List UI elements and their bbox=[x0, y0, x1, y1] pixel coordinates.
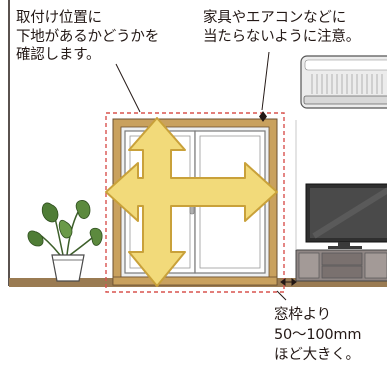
caption-size-margin: 窓枠より 50〜100mm ほど大きく。 bbox=[274, 305, 361, 365]
caption-avoid-obstacles: 家具やエアコンなどに 当たらないように注意。 bbox=[203, 9, 360, 46]
caption-line: 家具やエアコンなどに bbox=[203, 10, 346, 26]
dimension-markers bbox=[259, 111, 297, 301]
caption-line: 確認します。 bbox=[16, 47, 101, 63]
caption-line: 下地があるかどうかを bbox=[16, 28, 159, 45]
caption-line: 窓枠より bbox=[274, 307, 331, 323]
caption-line: 取付け位置に bbox=[16, 10, 102, 26]
caption-line: ほど大きく。 bbox=[274, 347, 360, 363]
installation-outline bbox=[105, 112, 285, 293]
caption-line: 当たらないように注意。 bbox=[203, 28, 361, 45]
potted-plant-icon bbox=[27, 200, 103, 282]
four-way-arrow-icon bbox=[105, 117, 278, 287]
television-icon bbox=[295, 183, 387, 282]
air-conditioner-icon bbox=[300, 55, 387, 109]
caption-line: 50〜100mm bbox=[274, 327, 362, 343]
caption-base-check: 取付け位置に 下地があるかどうかを 確認します。 bbox=[16, 9, 159, 65]
